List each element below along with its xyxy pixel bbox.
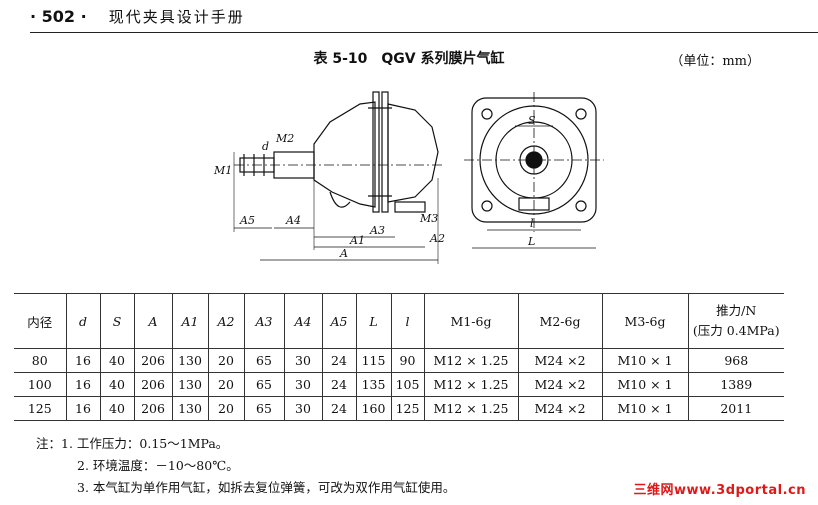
table-row: 125 16 40 206 130 20 65 30 24 160 125 M1… [14, 396, 784, 421]
col-header-m1: M1-6g [423, 293, 519, 349]
col-header-a2: A2 [207, 293, 245, 349]
table-cell: 105 [390, 372, 425, 397]
table-cell: 115 [355, 348, 392, 373]
label-m1: M1 [213, 164, 232, 177]
table-cell: 20 [207, 372, 245, 397]
label-m2: M2 [275, 132, 294, 145]
table-cell: 16 [65, 372, 101, 397]
label-l-small: l [530, 217, 534, 230]
table-cell: M12 × 1.25 [423, 396, 519, 421]
page-number: · 502 · [30, 7, 87, 26]
table-cell: 40 [99, 372, 135, 397]
label-d: d [262, 140, 269, 153]
col-header-thrust: 推力/N (压力 0.4MPa) [687, 293, 784, 349]
table-cell: 65 [243, 372, 285, 397]
port-m3 [394, 201, 426, 213]
col-header-m3: M3-6g [601, 293, 689, 349]
front-flange [372, 91, 380, 213]
table-cell: 125 [390, 396, 425, 421]
table-cell: 65 [243, 396, 285, 421]
thrust-pressure-label: (压力 0.4MPa) [692, 323, 780, 338]
table-cell: M12 × 1.25 [423, 372, 519, 397]
label-l-large: L [527, 235, 535, 248]
label-s: S [528, 114, 536, 127]
label-a3: A3 [369, 224, 385, 237]
table-cell: 40 [99, 396, 135, 421]
label-a5: A5 [239, 214, 255, 227]
book-title: 现代夹具设计手册 [108, 8, 245, 26]
table-cell: 16 [65, 348, 101, 373]
col-header-d: d [65, 293, 101, 349]
table-cell: M10 × 1 [601, 348, 689, 373]
thrust-label: 推力/N [716, 303, 757, 318]
table-row: 80 16 40 206 130 20 65 30 24 115 90 M12 … [14, 348, 784, 373]
table-cell: 130 [171, 348, 209, 373]
label-a: A [339, 247, 348, 260]
table-cell: 206 [133, 348, 173, 373]
table-cell: 135 [355, 372, 392, 397]
watermark: 三维网www.3dportal.cn [633, 483, 806, 498]
col-header-m2: M2-6g [517, 293, 603, 349]
table-cell: M10 × 1 [601, 372, 689, 397]
table-cell: 2011 [687, 396, 784, 421]
col-header-bore: 内径 [14, 293, 67, 349]
col-header-s: S [99, 293, 135, 349]
note-item: 注：1. 工作压力：0.15～1MPa。 [36, 433, 455, 455]
table-cell: 16 [65, 396, 101, 421]
table-cell: 125 [14, 396, 67, 421]
col-header-l: L [355, 293, 392, 349]
table-cell: 65 [243, 348, 285, 373]
table-cell: 968 [687, 348, 784, 373]
label-a4: A4 [285, 214, 301, 227]
cylinder-drawing: d M2 M1 A5 A4 M3 A3 A1 A2 A S l L [213, 91, 604, 264]
table-cell: 130 [171, 396, 209, 421]
label-a1: A1 [349, 234, 365, 247]
table-cell: 40 [99, 348, 135, 373]
table-cell: M24 ×2 [517, 372, 603, 397]
note-item: 3. 本气缸为单作用气缸，如拆去复位弹簧，可改为双作用气缸使用。 [77, 480, 456, 495]
table-cell: M24 ×2 [517, 396, 603, 421]
table-cell: M24 ×2 [517, 348, 603, 373]
col-header-a3: A3 [243, 293, 285, 349]
table-unit: （单位：mm） [670, 54, 760, 69]
table-cell: 160 [355, 396, 392, 421]
specification-table: 内径 d S A A1 A2 A3 A4 A5 L l M1-6g M2-6g … [14, 293, 784, 421]
cylinder-front-body [313, 101, 376, 208]
col-header-a: A [133, 293, 173, 349]
table-cell: 30 [283, 372, 323, 397]
table-cell: M12 × 1.25 [423, 348, 519, 373]
cylinder-rear-body [387, 103, 439, 203]
table-caption: 表 5-10 QGV 系列膜片气缸 [313, 51, 505, 67]
table-header-row: 内径 d S A A1 A2 A3 A4 A5 L l M1-6g M2-6g … [14, 293, 784, 349]
table-cell: 100 [14, 372, 67, 397]
table-cell: 30 [283, 396, 323, 421]
col-header-a4: A4 [283, 293, 323, 349]
table-cell: 20 [207, 396, 245, 421]
note-text: 1. 工作压力：0.15～1MPa。 [61, 436, 229, 451]
table-cell: 30 [283, 348, 323, 373]
table-cell: 1389 [687, 372, 784, 397]
table-cell: 90 [390, 348, 425, 373]
table-cell: 130 [171, 372, 209, 397]
table-cell: 24 [321, 396, 357, 421]
table-cell: 206 [133, 372, 173, 397]
col-header-a1: A1 [171, 293, 209, 349]
table-cell: 24 [321, 348, 357, 373]
table-cell: 24 [321, 372, 357, 397]
table-cell: 80 [14, 348, 67, 373]
page-header: · 502 · 现代夹具设计手册 [30, 6, 245, 28]
note-item: 2. 环境温度：－10～80℃。 [77, 458, 239, 473]
notes-lead: 注： [36, 436, 62, 451]
table-row: 100 16 40 206 130 20 65 30 24 135 105 M1… [14, 372, 784, 397]
notes: 注：1. 工作压力：0.15～1MPa。 2. 环境温度：－10～80℃。 3.… [36, 433, 455, 499]
rear-flange [381, 91, 389, 213]
label-m3: M3 [419, 212, 438, 225]
table-cell: 206 [133, 396, 173, 421]
col-header-l-small: l [390, 293, 425, 349]
table-cell: M10 × 1 [601, 396, 689, 421]
table-cell: 20 [207, 348, 245, 373]
col-header-a5: A5 [321, 293, 357, 349]
header-rule [30, 32, 818, 33]
label-a2: A2 [429, 232, 445, 245]
